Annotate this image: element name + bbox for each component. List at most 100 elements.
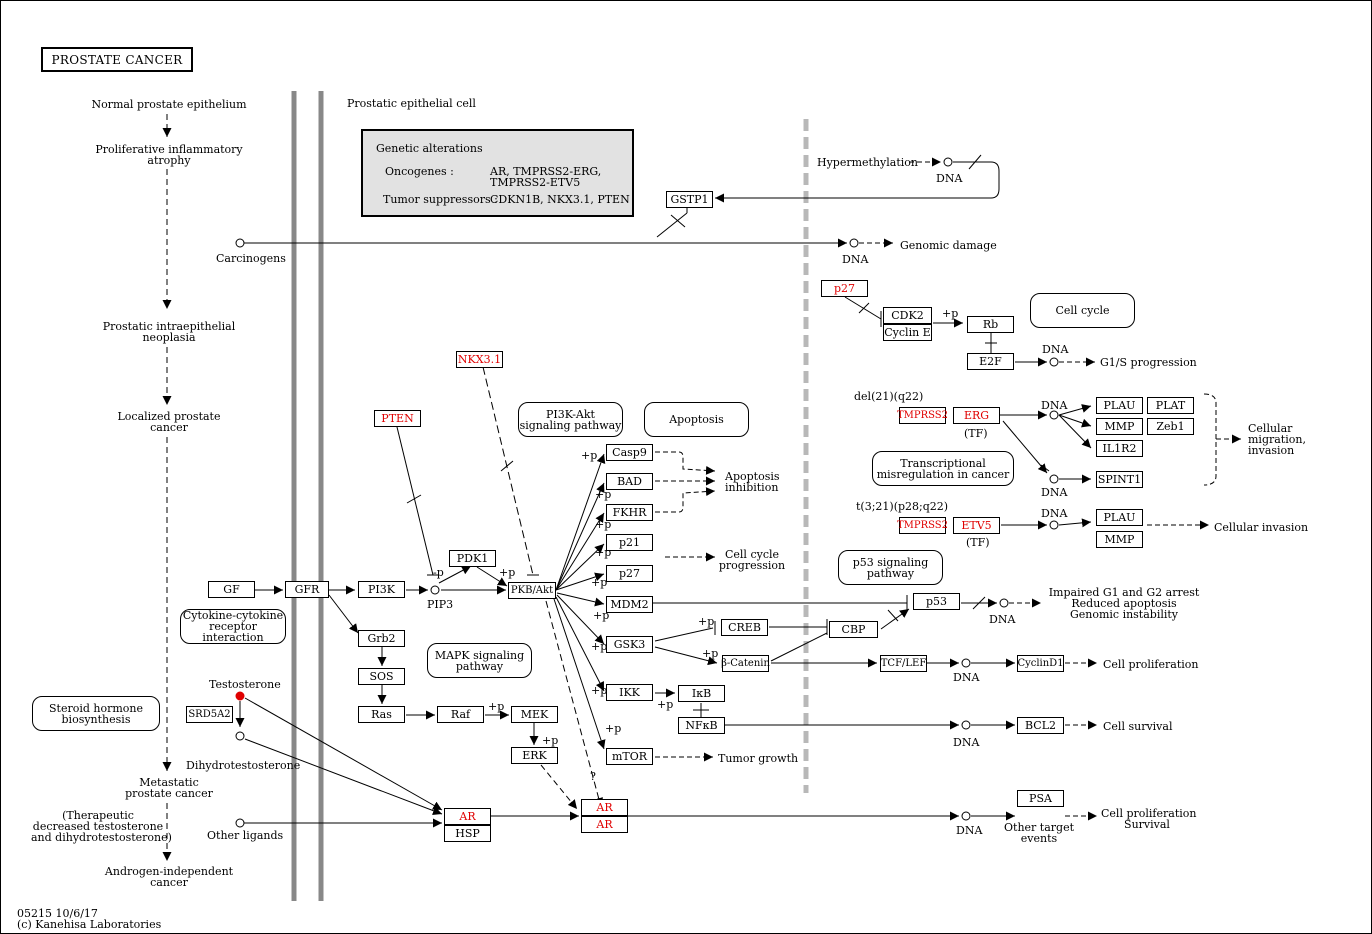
stage-local-1: Localized prostate <box>117 410 221 423</box>
gene-psa[interactable]: PSA <box>1017 790 1064 807</box>
plus-p: +p <box>605 722 622 735</box>
gene-zeb1[interactable]: Zeb1 <box>1147 418 1194 435</box>
pathway-apoptosis[interactable]: Apoptosis <box>644 402 749 437</box>
gene-ras[interactable]: Ras <box>358 706 405 723</box>
pathway-cyto-line1: Cytokine-cytokine <box>182 609 284 622</box>
label-apoptosis-inh-2: inhibition <box>725 481 779 494</box>
gene-casp9[interactable]: Casp9 <box>606 444 653 461</box>
gene-spint1[interactable]: SPINT1 <box>1096 471 1143 488</box>
label-dihydrotestosterone: Dihydrotestosterone <box>186 759 301 772</box>
gene-il1r2[interactable]: IL1R2 <box>1096 440 1143 457</box>
pathway-pi3k-akt[interactable]: PI3K-Akt signaling pathway <box>518 402 623 437</box>
label-cp-survival-2: Survival <box>1124 818 1170 831</box>
pathway-steroid-hormone[interactable]: Steroid hormone biosynthesis <box>32 696 160 731</box>
gene-fkhr[interactable]: FKHR <box>606 504 653 521</box>
gene-gstp1[interactable]: GSTP1 <box>666 191 713 208</box>
pathway-cytokine[interactable]: Cytokine-cytokine receptor interaction <box>180 609 286 644</box>
gene-nkx3-1[interactable]: NKX3.1 <box>456 351 503 368</box>
gene-tmprss2-erg[interactable]: TMPRSS2 <box>897 407 948 424</box>
gene-mdm2[interactable]: MDM2 <box>606 596 653 613</box>
gene-rb[interactable]: Rb <box>967 316 1014 333</box>
footer-code: 05215 10/6/17 <box>17 907 98 920</box>
gene-etv5[interactable]: ETV5 <box>953 517 1000 534</box>
stage-normal: Normal prostate epithelium <box>91 98 247 111</box>
gene-bad[interactable]: BAD <box>606 473 653 490</box>
oncogenes-line1: AR, TMPRSS2-ERG, <box>490 165 602 178</box>
pathway-cell-cycle[interactable]: Cell cycle <box>1030 293 1135 328</box>
pathway-trans-line2: misregulation in cancer <box>876 467 1010 481</box>
gene-p27[interactable]: p27 <box>606 565 653 582</box>
label-g1s: G1/S progression <box>1100 356 1197 369</box>
gene-ikk[interactable]: IKK <box>606 684 653 701</box>
gene-pdk1[interactable]: PDK1 <box>449 550 496 567</box>
gene-erk[interactable]: ERK <box>511 747 558 764</box>
gene-ar[interactable]: AR <box>444 808 491 825</box>
stage-local-2: cancer <box>150 421 188 434</box>
label-dna-e2f: DNA <box>1042 343 1069 356</box>
gene-plau[interactable]: PLAU <box>1096 397 1143 414</box>
plus-p: +p <box>499 566 516 579</box>
gene-raf[interactable]: Raf <box>437 706 484 723</box>
label-cp-survival-1: Cell proliferation <box>1101 807 1197 820</box>
suppressors-list: CDKN1B, NKX3.1, PTEN <box>490 193 630 206</box>
gene-tcf-lef[interactable]: TCF/LEF <box>880 655 927 672</box>
label-genomic-damage: Genomic damage <box>900 239 997 252</box>
label-dna-p53: DNA <box>989 613 1016 626</box>
gene-cyclin-e[interactable]: Cyclin E <box>883 324 932 341</box>
gene-grb2[interactable]: Grb2 <box>358 630 405 647</box>
footer-copyright: (c) Kanehisa Laboratories <box>17 918 162 931</box>
label-cell-survival: Cell survival <box>1103 720 1173 733</box>
gene-srd5a2[interactable]: SRD5A2 <box>186 706 233 723</box>
gene-ar-dimer-2[interactable]: AR <box>581 816 628 833</box>
gene-creb[interactable]: CREB <box>721 619 768 636</box>
gene-gsk3[interactable]: GSK3 <box>606 636 653 653</box>
gene-hsp[interactable]: HSP <box>444 825 491 842</box>
gene-pten[interactable]: PTEN <box>374 410 421 427</box>
gene-cyclind1[interactable]: CyclinD1 <box>1017 655 1064 672</box>
pathway-mapk[interactable]: MAPK signaling pathway <box>427 643 532 678</box>
gene-pi3k[interactable]: PI3K <box>358 581 405 598</box>
label-testosterone: Testosterone <box>209 678 281 691</box>
gene-beta-catenin[interactable]: β-Catenin <box>721 655 770 672</box>
gene-gfr[interactable]: GFR <box>285 581 329 598</box>
membranes <box>291 91 809 901</box>
gene-erg[interactable]: ERG <box>953 407 1000 424</box>
label-t321: t(3;21)(p28;q22) <box>856 500 949 513</box>
gene-gf[interactable]: GF <box>208 581 255 598</box>
label-del21: del(21)(q22) <box>854 390 924 403</box>
gene-tmprss2-etv5[interactable]: TMPRSS2 <box>897 517 948 534</box>
gene-mmp[interactable]: MMP <box>1096 418 1143 435</box>
gene-pkb-akt[interactable]: PKB/Akt <box>508 582 556 599</box>
plus-p: +p <box>542 734 559 747</box>
gene-cdk2[interactable]: CDK2 <box>883 307 932 324</box>
pathway-transcriptional-misregulation[interactable]: Transcriptional misregulation in cancer <box>872 451 1014 486</box>
gene-cbp[interactable]: CBP <box>829 621 878 638</box>
gene-nfkb[interactable]: NFκB <box>678 717 725 734</box>
pathway-p53-signaling[interactable]: p53 signaling pathway <box>838 550 943 585</box>
label-impaired-2: Reduced apoptosis <box>1071 597 1177 610</box>
stage-pia-2: atrophy <box>147 154 191 167</box>
gene-bcl2[interactable]: BCL2 <box>1017 717 1064 734</box>
gene-mtor[interactable]: mTOR <box>606 748 653 765</box>
compound-nodes <box>235 157 1059 828</box>
gene-mmp[interactable]: MMP <box>1096 531 1143 548</box>
gene-ikb[interactable]: IκB <box>678 685 725 702</box>
plus-p: +p <box>595 546 612 559</box>
gene-e2f[interactable]: E2F <box>967 353 1014 370</box>
label-dna-spint: DNA <box>1041 486 1068 499</box>
gene-p53[interactable]: p53 <box>913 593 960 610</box>
gene-plat[interactable]: PLAT <box>1147 397 1194 414</box>
label-dna-tcf: DNA <box>953 671 980 684</box>
genetic-alterations-panel: Genetic alterations Oncogenes : AR, TMPR… <box>361 129 634 217</box>
oncogenes-label: Oncogenes : <box>385 165 454 178</box>
gene-sos[interactable]: SOS <box>358 668 405 685</box>
plus-p: +p <box>488 700 505 713</box>
gene-p27-cdkn1b[interactable]: p27 <box>821 280 868 297</box>
label-migration-2: migration, <box>1248 433 1306 446</box>
gene-mek[interactable]: MEK <box>511 706 558 723</box>
plus-p: +p <box>657 698 674 711</box>
gene-ar-dimer-1[interactable]: AR <box>581 799 628 816</box>
gene-plau[interactable]: PLAU <box>1096 509 1143 526</box>
gene-p21[interactable]: p21 <box>606 534 653 551</box>
